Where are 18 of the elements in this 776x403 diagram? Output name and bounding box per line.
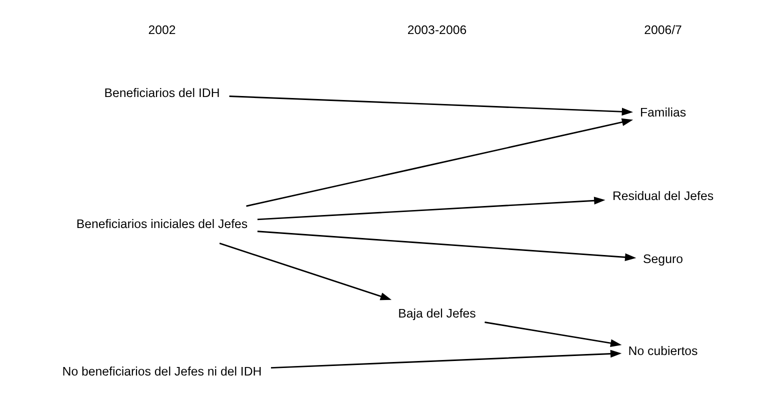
label: 2006/7 <box>644 22 682 37</box>
arrow <box>246 118 634 207</box>
node-text: No cubiertos <box>628 344 698 358</box>
arrow <box>270 350 622 369</box>
label: 2002 <box>148 22 176 37</box>
arrow <box>257 230 636 262</box>
label: 2003-2006 <box>407 22 467 37</box>
node-text: No beneficiarios del Jefes ni del IDH <box>62 364 262 378</box>
arrow <box>484 322 622 347</box>
node-text: Beneficiarios del IDH <box>104 86 220 100</box>
node-text: Residual del Jefes <box>612 189 714 204</box>
arrow <box>257 196 606 220</box>
node-text: Baja del Jefes <box>398 306 476 321</box>
node-text: Familias <box>640 105 686 120</box>
arrow <box>229 96 634 116</box>
node-text: Beneficiarios iniciales del Jefes <box>76 216 248 231</box>
node-text: Seguro <box>643 252 683 266</box>
arrow <box>219 242 392 300</box>
